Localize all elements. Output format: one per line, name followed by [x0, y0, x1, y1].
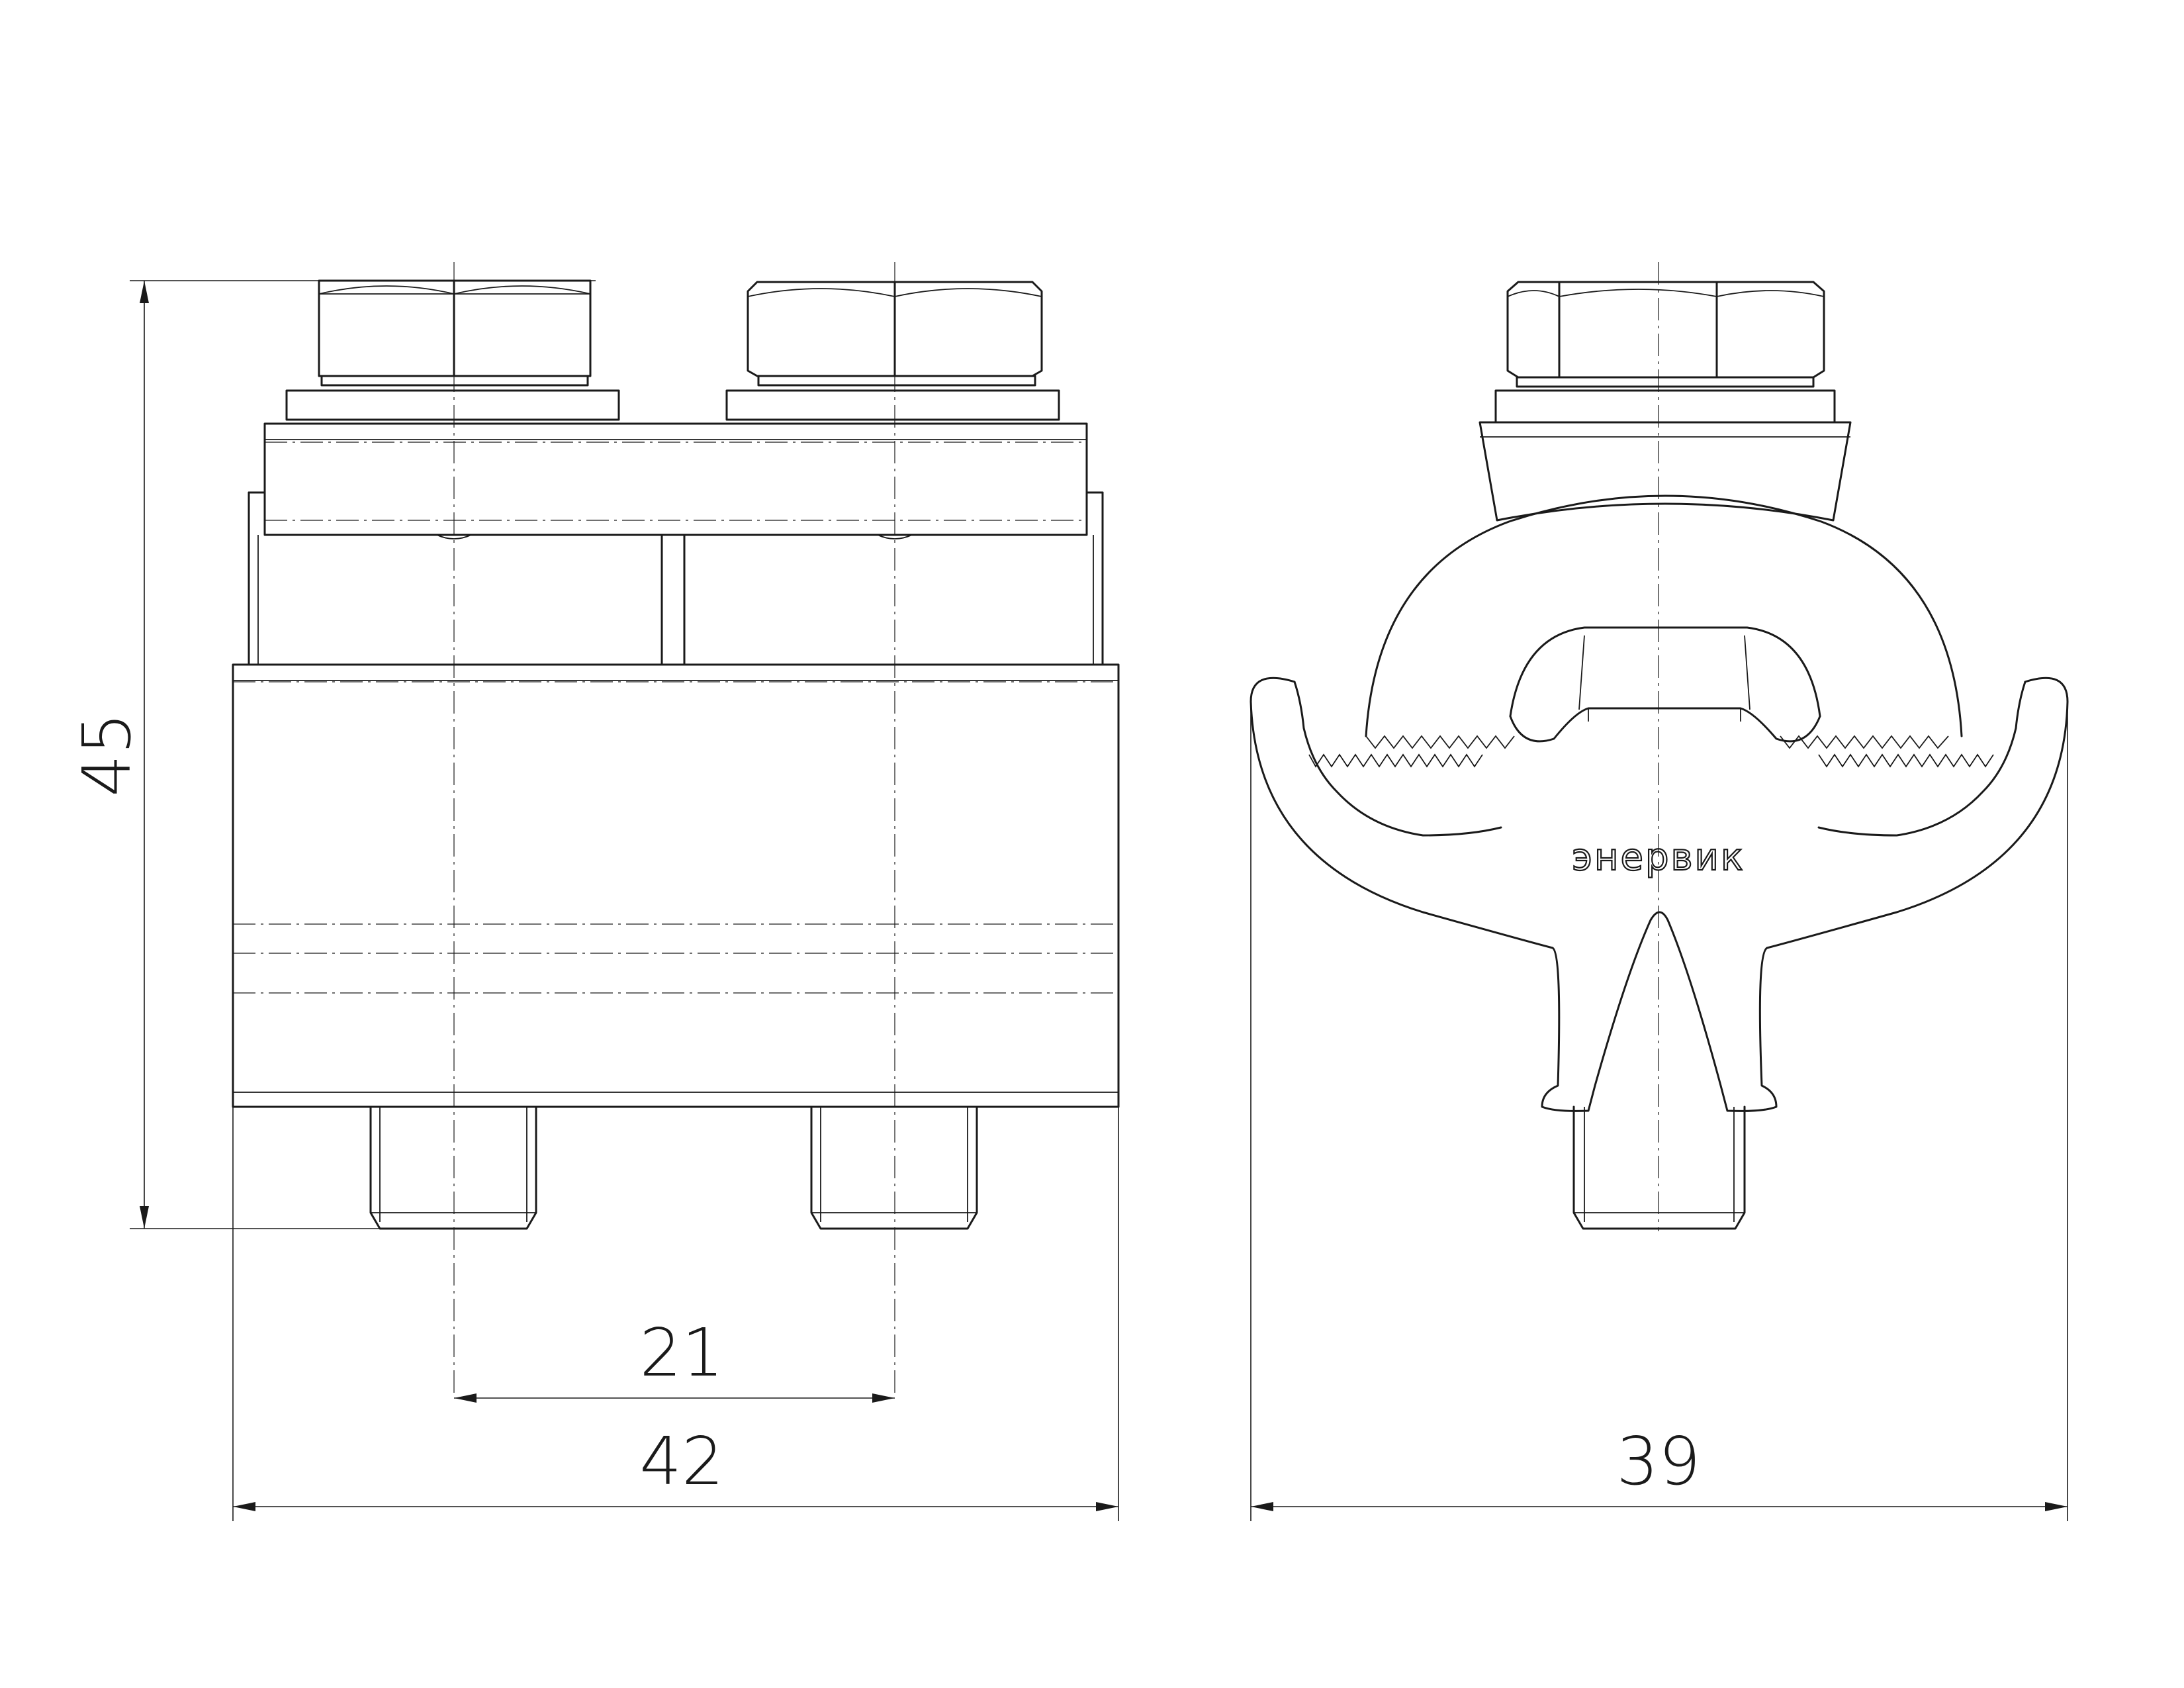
washer-right: [725, 389, 1060, 421]
top-plate: [248, 422, 1104, 536]
dim-width-front-label: 42: [639, 1423, 723, 1500]
dimension-width-front: 42: [232, 1107, 1119, 1521]
lower-saddle: [1250, 677, 2069, 1112]
dimension-width-side: 39: [1250, 702, 2068, 1521]
main-body: [232, 663, 1120, 1108]
side-view: энервик: [1250, 262, 2069, 1231]
side-washer: [1494, 389, 1836, 424]
side-bolt-end: [1572, 1105, 1746, 1230]
bolt-end-right: [810, 1105, 978, 1230]
dimension-height: 45: [68, 280, 596, 1229]
dimension-bolt-spacing: 21: [454, 1314, 895, 1403]
hex-nut-right: [747, 281, 1043, 387]
side-hex-nut: [1506, 281, 1825, 388]
body-upper: [248, 491, 1104, 666]
washer-left: [285, 389, 620, 421]
front-view: [232, 262, 1120, 1398]
hex-nut-left: [318, 279, 592, 387]
dim-width-side-label: 39: [1616, 1423, 1700, 1500]
dim-height-label: 45: [68, 712, 146, 796]
brand-logo: энервик: [1572, 836, 1745, 879]
upper-jaw: [1365, 494, 1963, 749]
bolt-end-left: [369, 1105, 537, 1230]
dim-spacing-label: 21: [639, 1314, 723, 1391]
